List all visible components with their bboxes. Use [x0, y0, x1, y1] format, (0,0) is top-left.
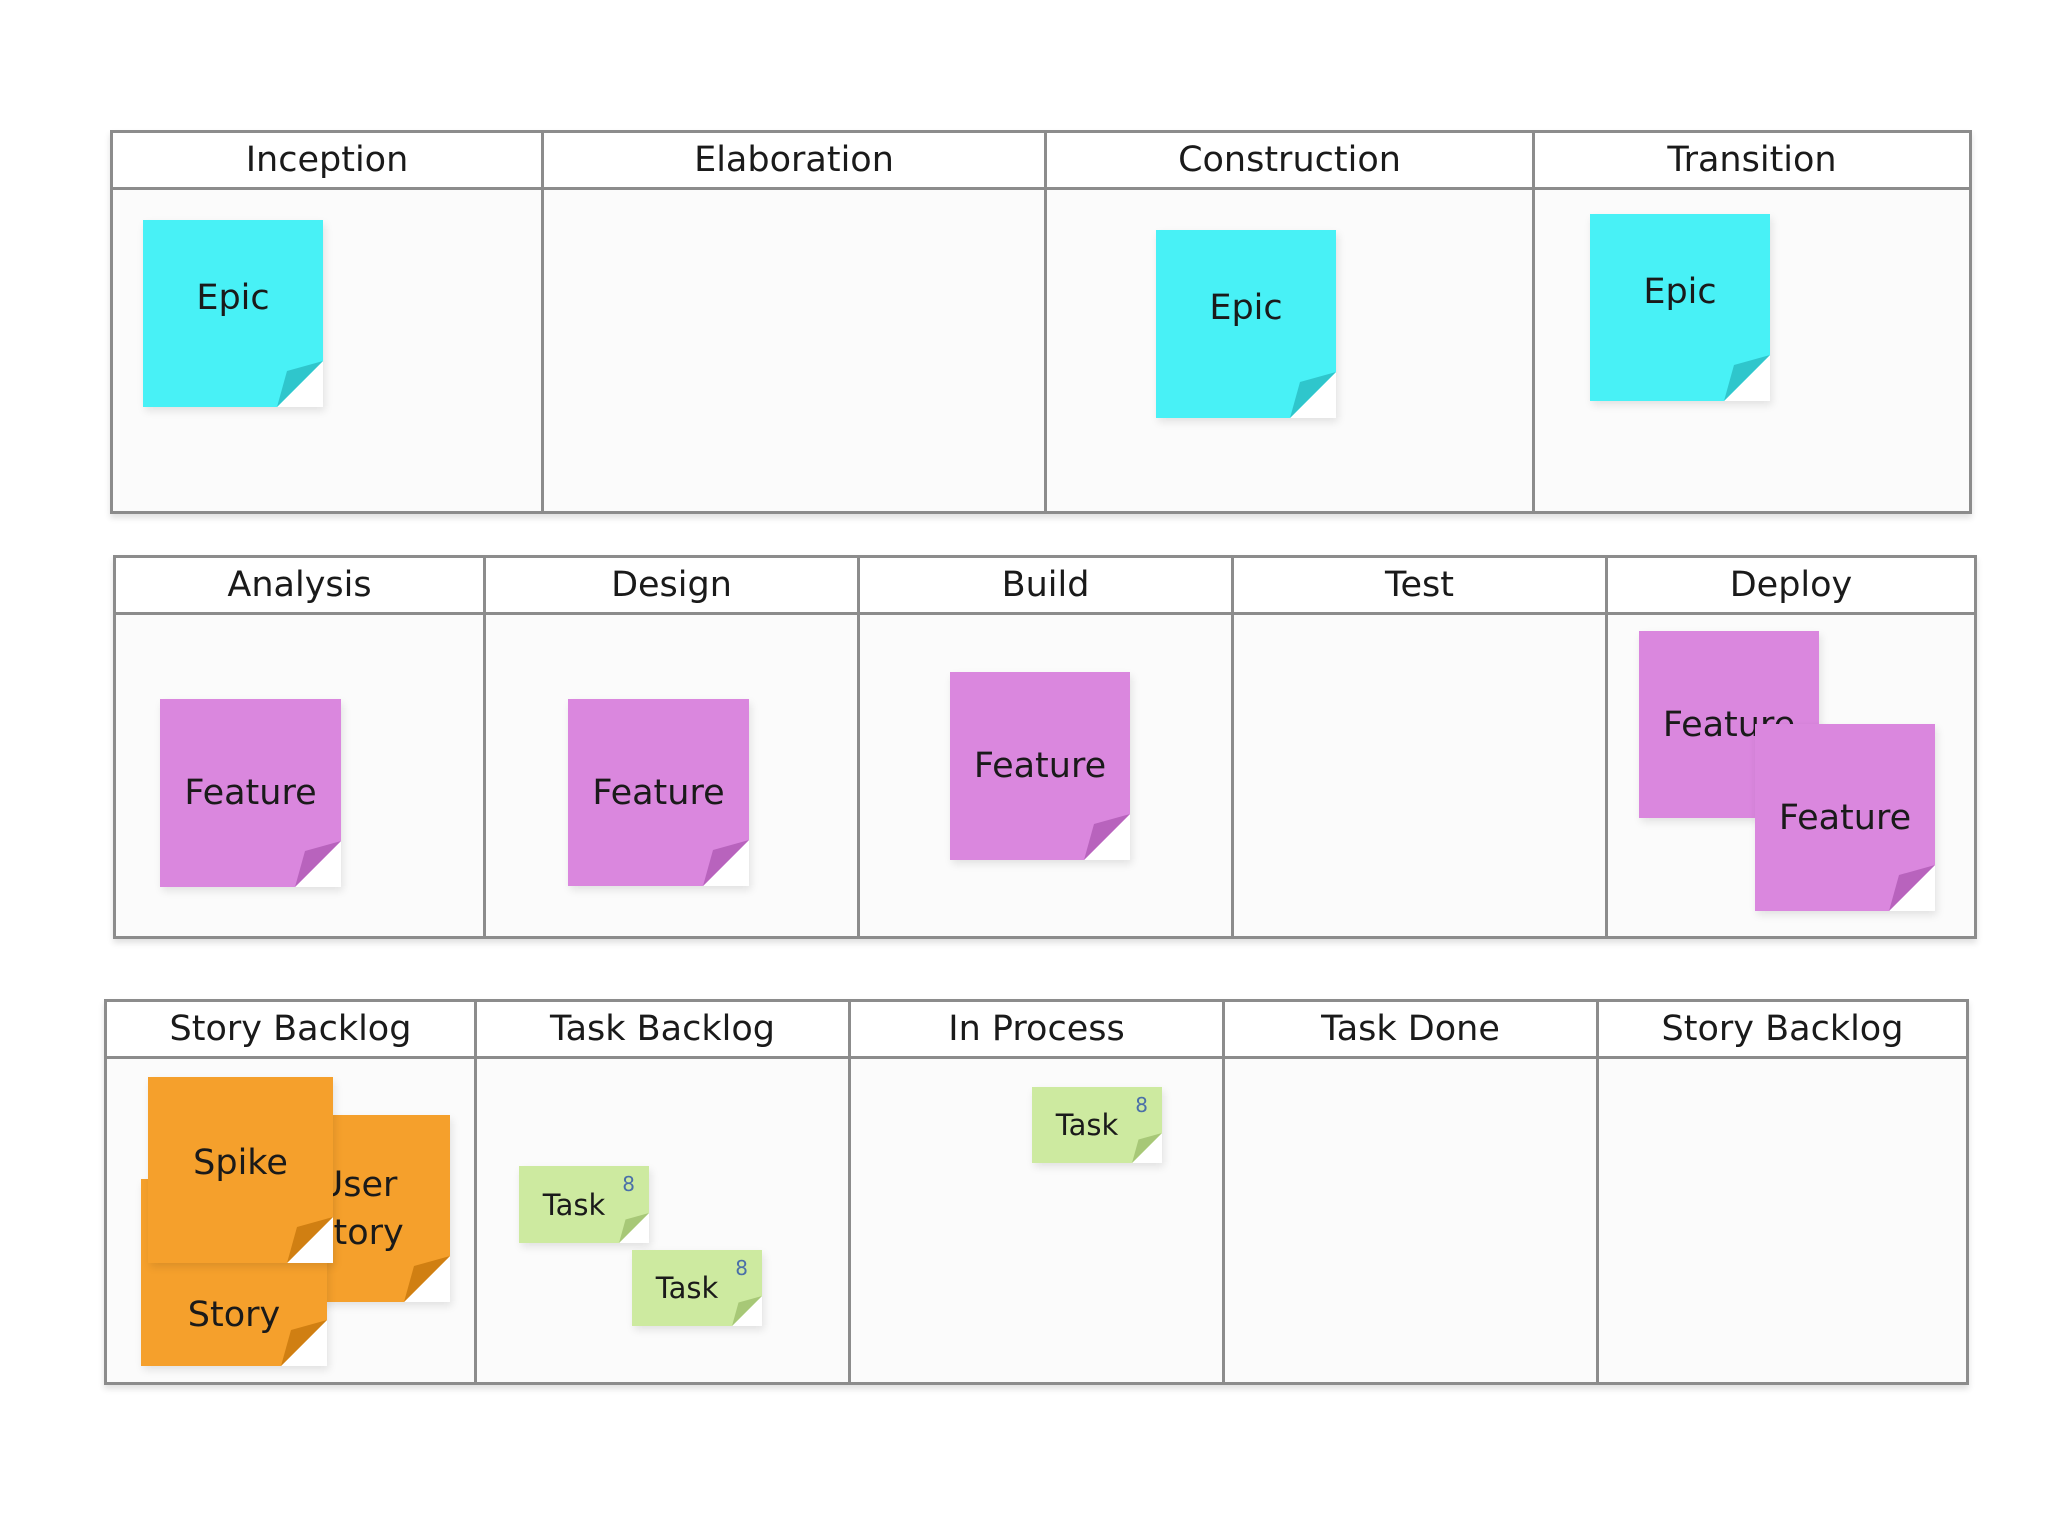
column-header: Story Backlog — [107, 1002, 474, 1059]
column-transition: Transition — [1532, 133, 1969, 511]
column-construction: Construction — [1044, 133, 1532, 511]
note-label: Task — [1055, 1108, 1119, 1142]
page-curl-icon — [281, 1320, 327, 1366]
note-label: Epic — [1643, 271, 1717, 312]
column-deploy: Deploy — [1605, 558, 1974, 936]
note-label: Feature — [973, 746, 1107, 786]
note-label: Task — [542, 1187, 606, 1222]
note-label: Spike — [193, 1143, 288, 1183]
page-curl-icon — [1132, 1133, 1162, 1163]
estimate-value: 8 — [735, 1256, 748, 1280]
column-header: In Process — [851, 1002, 1222, 1059]
note-label: Epic — [196, 277, 270, 318]
column-task-backlog: Task Backlog — [474, 1002, 848, 1382]
column-test: Test — [1231, 558, 1605, 936]
page-curl-icon — [404, 1256, 450, 1302]
page-curl-icon — [619, 1213, 649, 1243]
page-curl-icon — [1724, 355, 1770, 401]
epic-sticky-note[interactable]: Epic — [1590, 214, 1770, 401]
page-curl-icon — [295, 841, 341, 887]
task-sticky-note[interactable]: Task 8 — [519, 1166, 649, 1243]
column-header: Elaboration — [544, 133, 1044, 190]
spike-sticky-note[interactable]: Spike — [148, 1077, 333, 1263]
column-header: Test — [1234, 558, 1605, 615]
column-header: Design — [486, 558, 857, 615]
task-sticky-note[interactable]: Task 8 — [632, 1250, 762, 1326]
column-header: Story Backlog — [1599, 1002, 1966, 1059]
column-story-backlog-done: Story Backlog — [1596, 1002, 1966, 1382]
feature-sticky-note[interactable]: Feature — [568, 699, 749, 886]
column-header: Deploy — [1608, 558, 1974, 615]
task-sticky-note[interactable]: Task 8 — [1032, 1087, 1162, 1163]
column-inception: Inception — [113, 133, 541, 511]
page-curl-icon — [1084, 814, 1130, 860]
column-header: Transition — [1535, 133, 1969, 190]
note-label: Feature — [1778, 797, 1912, 838]
task-board: Story Backlog Task Backlog In Process Ta… — [104, 999, 1969, 1385]
page-curl-icon — [732, 1296, 762, 1326]
feature-sticky-note[interactable]: Feature — [1755, 724, 1935, 911]
epic-sticky-note[interactable]: Epic — [143, 220, 323, 407]
page-curl-icon — [277, 361, 323, 407]
estimate-value: 8 — [622, 1172, 635, 1196]
note-label: Epic — [1209, 288, 1283, 328]
column-build: Build — [857, 558, 1231, 936]
column-header: Build — [860, 558, 1231, 615]
page-curl-icon — [1290, 372, 1336, 418]
column-task-done: Task Done — [1222, 1002, 1596, 1382]
column-header: Construction — [1047, 133, 1532, 190]
estimate-value: 8 — [1135, 1093, 1148, 1117]
column-header: Task Backlog — [477, 1002, 848, 1059]
note-label: Feature — [184, 773, 317, 813]
column-in-process: In Process — [848, 1002, 1222, 1382]
column-header: Analysis — [116, 558, 483, 615]
column-analysis: Analysis — [116, 558, 483, 936]
column-elaboration: Elaboration — [541, 133, 1044, 511]
column-header: Inception — [113, 133, 541, 190]
feature-sticky-note[interactable]: Feature — [160, 699, 341, 887]
feature-sticky-note[interactable]: Feature — [950, 672, 1130, 860]
column-story-backlog: Story Backlog — [107, 1002, 474, 1382]
note-label: Feature — [592, 772, 725, 813]
column-design: Design — [483, 558, 857, 936]
note-label: Story — [187, 1294, 281, 1335]
page-curl-icon — [1889, 865, 1935, 911]
note-label: Task — [655, 1271, 719, 1305]
epic-sticky-note[interactable]: Epic — [1156, 230, 1336, 418]
page-curl-icon — [703, 840, 749, 886]
column-header: Task Done — [1225, 1002, 1596, 1059]
page-curl-icon — [287, 1217, 333, 1263]
